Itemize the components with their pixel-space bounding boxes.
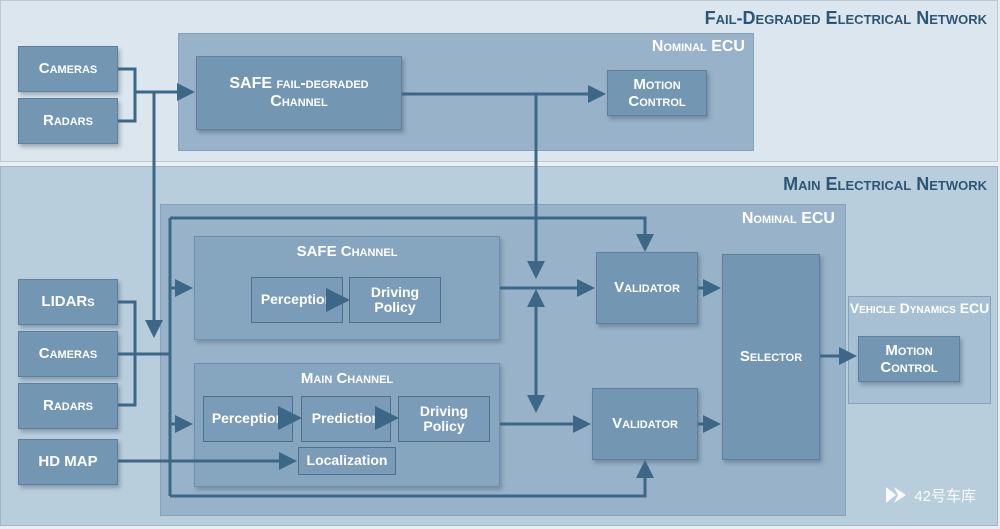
- validator-bottom-box: Validator: [592, 388, 698, 460]
- nominal-ecu-top-title: Nominal ECU: [651, 38, 745, 55]
- safe-perception-box: Perception: [251, 277, 343, 323]
- prediction-box: Prediction: [301, 396, 391, 442]
- selector-box: Selector: [722, 254, 820, 460]
- top-motion-control-box: Motion Control: [607, 70, 707, 116]
- watermark-text: 42号车库: [914, 487, 976, 505]
- watermark: 42号车库: [884, 483, 976, 507]
- hd-map-box: HD MAP: [18, 439, 118, 485]
- main-motion-control-box: Motion Control: [858, 336, 960, 382]
- localization-box: Localization: [298, 447, 396, 475]
- main-radars-box: Radars: [18, 383, 118, 429]
- fail-degraded-network-title: Fail-Degraded Electrical Network: [704, 8, 987, 28]
- top-cameras-box: Cameras: [18, 46, 118, 92]
- top-radars-box: Radars: [18, 98, 118, 144]
- vehicle-dynamics-ecu-title: Vehicle Dynamics ECU: [849, 300, 990, 316]
- nominal-ecu-main-title: Nominal ECU: [741, 210, 835, 227]
- main-network-title: Main Electrical Network: [783, 174, 987, 194]
- main-cameras-box: Cameras: [18, 331, 118, 377]
- safe-channel-title: SAFE Channel: [296, 243, 398, 260]
- safe-channel: SAFE Channel: [194, 236, 500, 340]
- lidars-box: LIDARs: [18, 279, 118, 325]
- main-channel-title: Main Channel: [300, 370, 394, 387]
- main-perception-box: Perception: [203, 396, 293, 442]
- safe-fail-degraded-channel-box: SAFE fail-degraded Channel: [196, 56, 402, 130]
- safe-driving-policy-box: Driving Policy: [349, 277, 441, 323]
- validator-top-box: Validator: [596, 252, 698, 324]
- main-driving-policy-box: Driving Policy: [398, 396, 490, 442]
- logo-icon: [886, 487, 907, 503]
